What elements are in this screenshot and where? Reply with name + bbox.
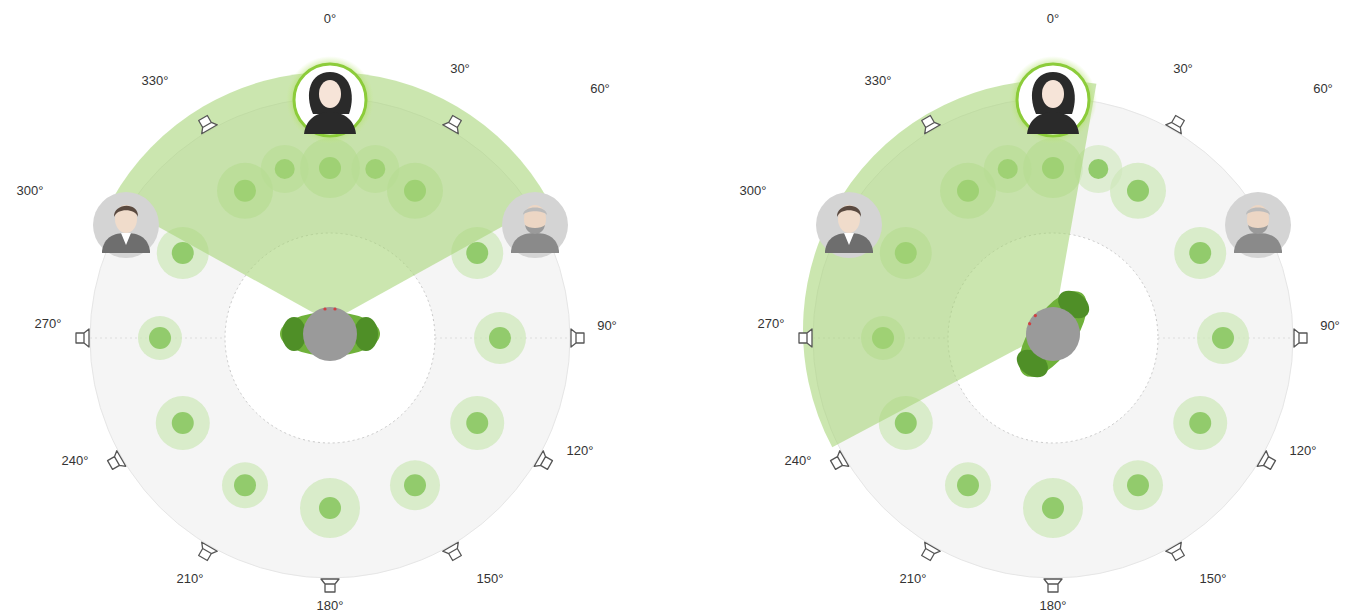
speaker-icon [571, 329, 584, 347]
sound-dot [1088, 159, 1108, 179]
speaker-older-man [1225, 192, 1291, 258]
listener-shoulders [1006, 280, 1099, 387]
angle-label: 210° [177, 572, 204, 585]
sound-dot [149, 327, 171, 349]
angle-label: 270° [758, 317, 785, 330]
angle-label: 300° [17, 184, 44, 197]
speaker-icon [1257, 451, 1277, 473]
sound-dot [234, 474, 256, 496]
angle-label: 180° [317, 598, 344, 611]
sound-dot [1127, 180, 1149, 202]
sound-dot [1212, 327, 1234, 349]
speaker-older-man [502, 192, 568, 258]
speaker-icon [195, 542, 217, 562]
speaker-woman [286, 56, 374, 144]
angle-label: 60° [1313, 82, 1333, 95]
speaker-icon [106, 451, 126, 473]
sound-halo [222, 462, 268, 508]
listener-mark [323, 307, 326, 310]
sound-halo [138, 316, 182, 360]
angle-label: 240° [62, 454, 89, 467]
sound-dot [1127, 474, 1149, 496]
speaker-icon [829, 451, 849, 473]
sound-dot [466, 412, 488, 434]
speaker-woman [1009, 56, 1097, 144]
speaker-icon [534, 451, 554, 473]
angle-label: 90° [597, 319, 617, 332]
sound-dot [957, 474, 979, 496]
listener-head [303, 307, 357, 361]
speaker-man [93, 192, 159, 258]
speaker-man [816, 192, 882, 258]
sound-halo [1113, 460, 1163, 510]
angle-label: 210° [900, 572, 927, 585]
angle-label: 0° [1047, 12, 1059, 25]
sound-halo [945, 462, 991, 508]
angle-label: 240° [785, 454, 812, 467]
speaker-icon [1294, 329, 1307, 347]
listener-ear [282, 317, 306, 351]
speaker-icon [195, 114, 217, 134]
right-diagram [799, 56, 1307, 592]
angle-label: 90° [1320, 319, 1340, 332]
angle-label: 180° [1040, 598, 1067, 611]
sound-dot [404, 474, 426, 496]
sound-dot [466, 242, 488, 264]
sound-dot [1189, 242, 1211, 264]
sound-dot [1042, 497, 1064, 519]
speaker-icon [1044, 579, 1062, 592]
angle-label: 30° [450, 62, 470, 75]
speaker-icon [443, 542, 465, 562]
listener-head [1015, 296, 1090, 371]
sound-halo [450, 396, 504, 450]
listener-ear [354, 317, 378, 351]
listener-mark [333, 307, 336, 310]
sound-halo [474, 312, 526, 364]
listener-mark [1033, 313, 1037, 317]
angle-label: 150° [477, 572, 504, 585]
angle-label: 30° [1173, 62, 1193, 75]
speaker-icon [443, 114, 465, 134]
sound-halo [1023, 478, 1083, 538]
sound-dot [319, 497, 341, 519]
angle-label: 330° [865, 74, 892, 87]
angle-label: 0° [324, 12, 336, 25]
sound-halo [390, 460, 440, 510]
angle-label: 120° [567, 444, 594, 457]
listener [1002, 278, 1104, 391]
speaker-icon [918, 542, 940, 562]
speaker-icon [321, 579, 339, 592]
sound-dot [489, 327, 511, 349]
speaker-icon [76, 329, 89, 347]
speaker-icon [918, 114, 940, 134]
sound-halo [156, 396, 210, 450]
listener-mark [1027, 322, 1031, 326]
angle-label: 120° [1290, 444, 1317, 457]
speaker-icon [799, 329, 812, 347]
angle-label: 300° [740, 184, 767, 197]
sound-dot [1189, 412, 1211, 434]
sound-halo [1173, 396, 1227, 450]
sound-halo [1174, 227, 1226, 279]
angle-label: 60° [590, 82, 610, 95]
angle-label: 270° [35, 317, 62, 330]
sound-dot [172, 242, 194, 264]
sound-halo [300, 478, 360, 538]
sound-dot [895, 412, 917, 434]
sound-halo [1197, 312, 1249, 364]
listener [280, 307, 380, 361]
sound-dot [172, 412, 194, 434]
angle-label: 330° [142, 74, 169, 87]
speaker-icon [1166, 542, 1188, 562]
left-diagram [76, 56, 584, 592]
speaker-icon [1166, 114, 1188, 134]
angle-label: 150° [1200, 572, 1227, 585]
